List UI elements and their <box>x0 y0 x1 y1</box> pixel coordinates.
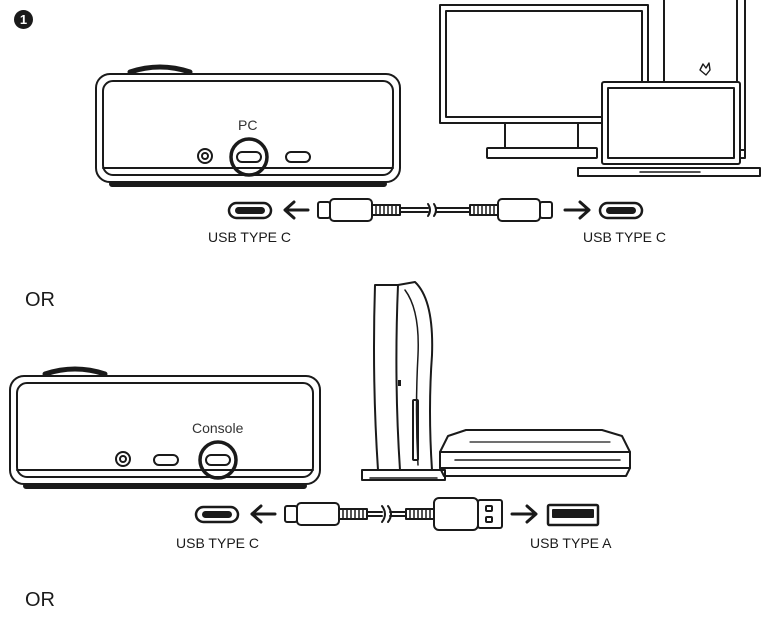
game-console-horizontal-icon <box>439 429 631 477</box>
monitor-icon <box>439 4 649 159</box>
arrow-left-icon <box>250 504 277 524</box>
usb-c-port-icon <box>236 151 262 163</box>
usb-c-port-icon <box>285 151 311 163</box>
usb-a-connector-icon <box>546 503 600 527</box>
arrow-left-icon <box>283 200 310 220</box>
razer-logo-icon <box>699 62 711 76</box>
pc-port-label: PC <box>238 117 258 133</box>
or-separator-1: OR <box>25 289 55 311</box>
pc-right-connector-label: USB TYPE C <box>583 229 666 245</box>
or-separator-2: OR <box>25 589 55 611</box>
usb-c-cable-icon <box>317 198 553 222</box>
highlight-circle-icon <box>229 137 269 177</box>
usb-c-port-icon <box>205 454 231 466</box>
usb-c-connector-icon <box>227 201 273 220</box>
laptop-icon <box>577 81 761 177</box>
usb-c-connector-icon <box>598 201 644 220</box>
usb-c-to-usb-a-cable-icon <box>284 497 503 531</box>
usb-c-connector-icon <box>194 505 240 524</box>
headphone-jack-icon <box>197 148 213 164</box>
headphone-jack-icon <box>115 451 131 467</box>
speaker-device-console <box>9 366 321 489</box>
arrow-right-icon <box>563 200 591 220</box>
game-console-vertical-icon <box>361 281 446 481</box>
console-right-connector-label: USB TYPE A <box>530 535 612 551</box>
console-port-label: Console <box>192 420 244 436</box>
console-left-connector-label: USB TYPE C <box>176 535 259 551</box>
usb-c-port-icon <box>153 454 179 466</box>
pc-left-connector-label: USB TYPE C <box>208 229 291 245</box>
step-number-badge: 1 <box>14 10 33 29</box>
arrow-right-icon <box>510 504 538 524</box>
highlight-circle-icon <box>198 440 238 480</box>
speaker-device-pc <box>95 64 401 187</box>
